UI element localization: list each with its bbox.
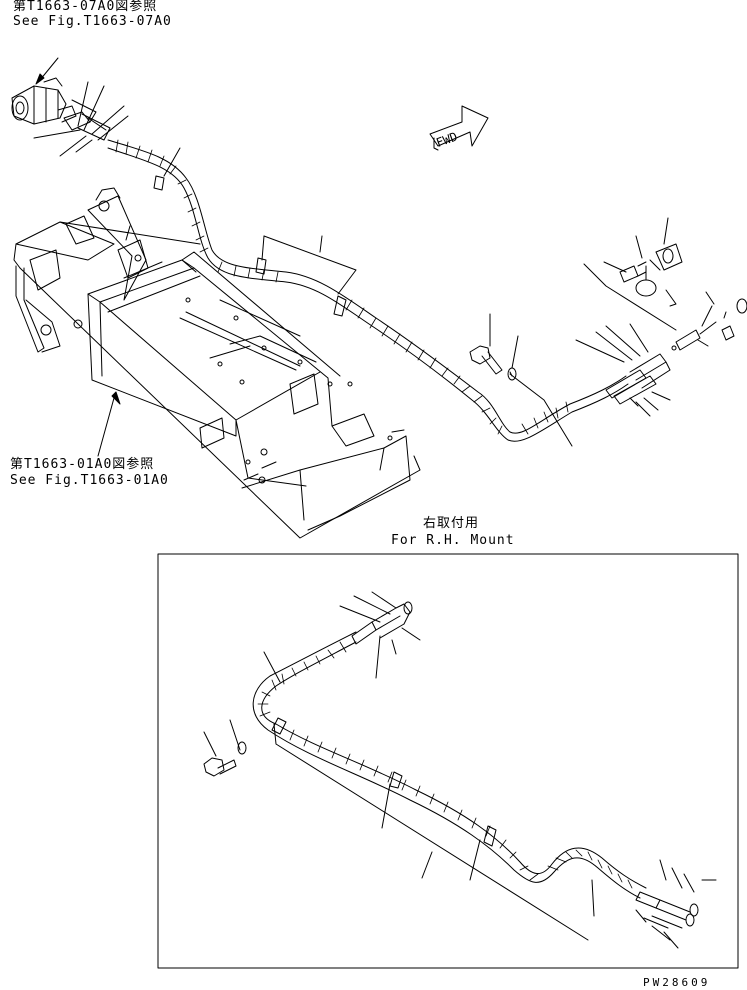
fittings-right <box>603 217 747 341</box>
ref-top-en: See Fig.T1663-07A0 <box>13 14 172 29</box>
fwd-label: FWD <box>434 129 459 150</box>
inset-title-en: For R.H. Mount <box>391 533 515 548</box>
upper-leaders <box>163 147 713 447</box>
upper-hose <box>107 139 717 442</box>
inset-hose <box>252 601 699 929</box>
chassis-frame <box>13 187 421 539</box>
fwd-arrow-shape: FWD <box>429 105 489 151</box>
bolt-washer-inset <box>203 741 247 777</box>
inset-frame <box>157 553 739 969</box>
ref-top-jp: 第T1663-07A0図参照 <box>13 0 158 14</box>
bolt-washer-upper <box>469 313 519 381</box>
pump-assembly <box>11 57 111 141</box>
inset-leaders <box>203 591 717 949</box>
ref-mid-jp: 第T1663-01A0図参照 <box>10 457 155 472</box>
pump-leaders <box>33 81 129 157</box>
inset-title-jp: 右取付用 <box>423 516 480 531</box>
drawing-number: PW28609 <box>643 976 711 989</box>
ref-mid-en: See Fig.T1663-01A0 <box>10 473 169 488</box>
